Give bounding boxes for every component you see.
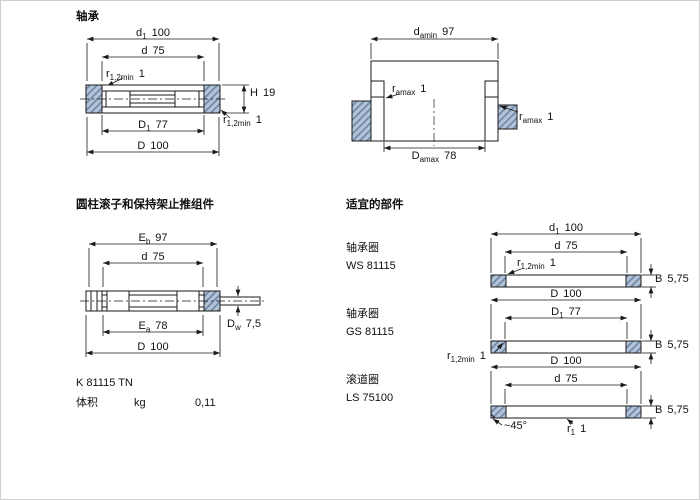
part-type: 滚道圈 (346, 374, 379, 386)
shaft-washer (101, 84, 205, 92)
assembly-section-title: 圆柱滚子和保持架止推组件 (76, 199, 214, 211)
mass-value: 0,11 (195, 397, 216, 409)
dim-label-ls-angle: ~45° (504, 420, 528, 432)
washer-seat-notch (370, 80, 385, 98)
roller-cage-assembly-figure (80, 241, 267, 357)
hatch-block (490, 274, 507, 288)
bearing-cross-section-figure (80, 36, 249, 156)
mass-label: 体积 (76, 397, 98, 409)
part-designation: LS 75100 (346, 392, 394, 404)
housing-washer (101, 106, 205, 114)
mass-unit: kg (134, 397, 146, 409)
shaft-body (370, 60, 499, 142)
abutment-figure (351, 36, 519, 152)
gs-washer-figure (490, 297, 656, 364)
part-designation: WS 81115 (346, 260, 396, 272)
washer-seat-notch (484, 80, 499, 98)
part-type: 轴承圈 (346, 308, 379, 320)
part-designation: GS 81115 (346, 326, 394, 338)
ls-ring-figure (490, 364, 656, 429)
hatch-block (490, 340, 507, 354)
hatch-block (490, 405, 507, 419)
hatch-block (625, 405, 642, 419)
hatch-block (351, 100, 372, 142)
hatch-block (625, 340, 642, 354)
ws-washer-figure (490, 231, 656, 298)
parts-section-title: 适宜的部件 (346, 199, 404, 211)
washer-strip (505, 274, 627, 288)
washer-strip (505, 340, 627, 354)
washer-strip (505, 405, 627, 419)
hatch-block (625, 274, 642, 288)
bearing-section-title: 轴承 (76, 11, 99, 23)
hatch-block (497, 104, 518, 130)
assembly-designation: K 81115 TN (76, 377, 133, 389)
part-type: 轴承圈 (346, 242, 379, 254)
